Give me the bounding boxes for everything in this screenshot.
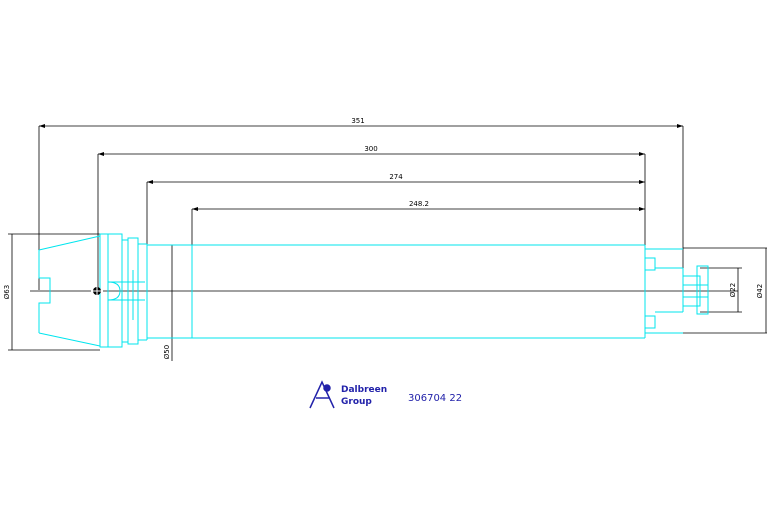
dim-label-dia-end: Ø42 bbox=[756, 284, 764, 298]
dimension-lines bbox=[8, 125, 767, 361]
dimension-arrows bbox=[39, 124, 683, 211]
tool-outline bbox=[38, 233, 709, 348]
dim-label-274: 274 bbox=[389, 173, 403, 181]
logo-icon bbox=[309, 380, 335, 409]
dim-label-dia-left: Ø63 bbox=[3, 285, 11, 299]
brand-name-line2: Group bbox=[341, 397, 372, 407]
dim-label-300: 300 bbox=[364, 145, 377, 153]
centre-mark bbox=[91, 285, 103, 297]
dim-label-351: 351 bbox=[351, 117, 364, 125]
brand-name-line1: Dalbreen bbox=[341, 385, 387, 395]
dim-label-dia-body: Ø50 bbox=[163, 345, 171, 359]
part-number: 306704 22 bbox=[408, 393, 462, 404]
brand-logo: Dalbreen Group bbox=[309, 380, 387, 409]
dim-label-248: 248.2 bbox=[409, 200, 429, 208]
dim-label-dia-small: Ø22 bbox=[729, 283, 737, 297]
